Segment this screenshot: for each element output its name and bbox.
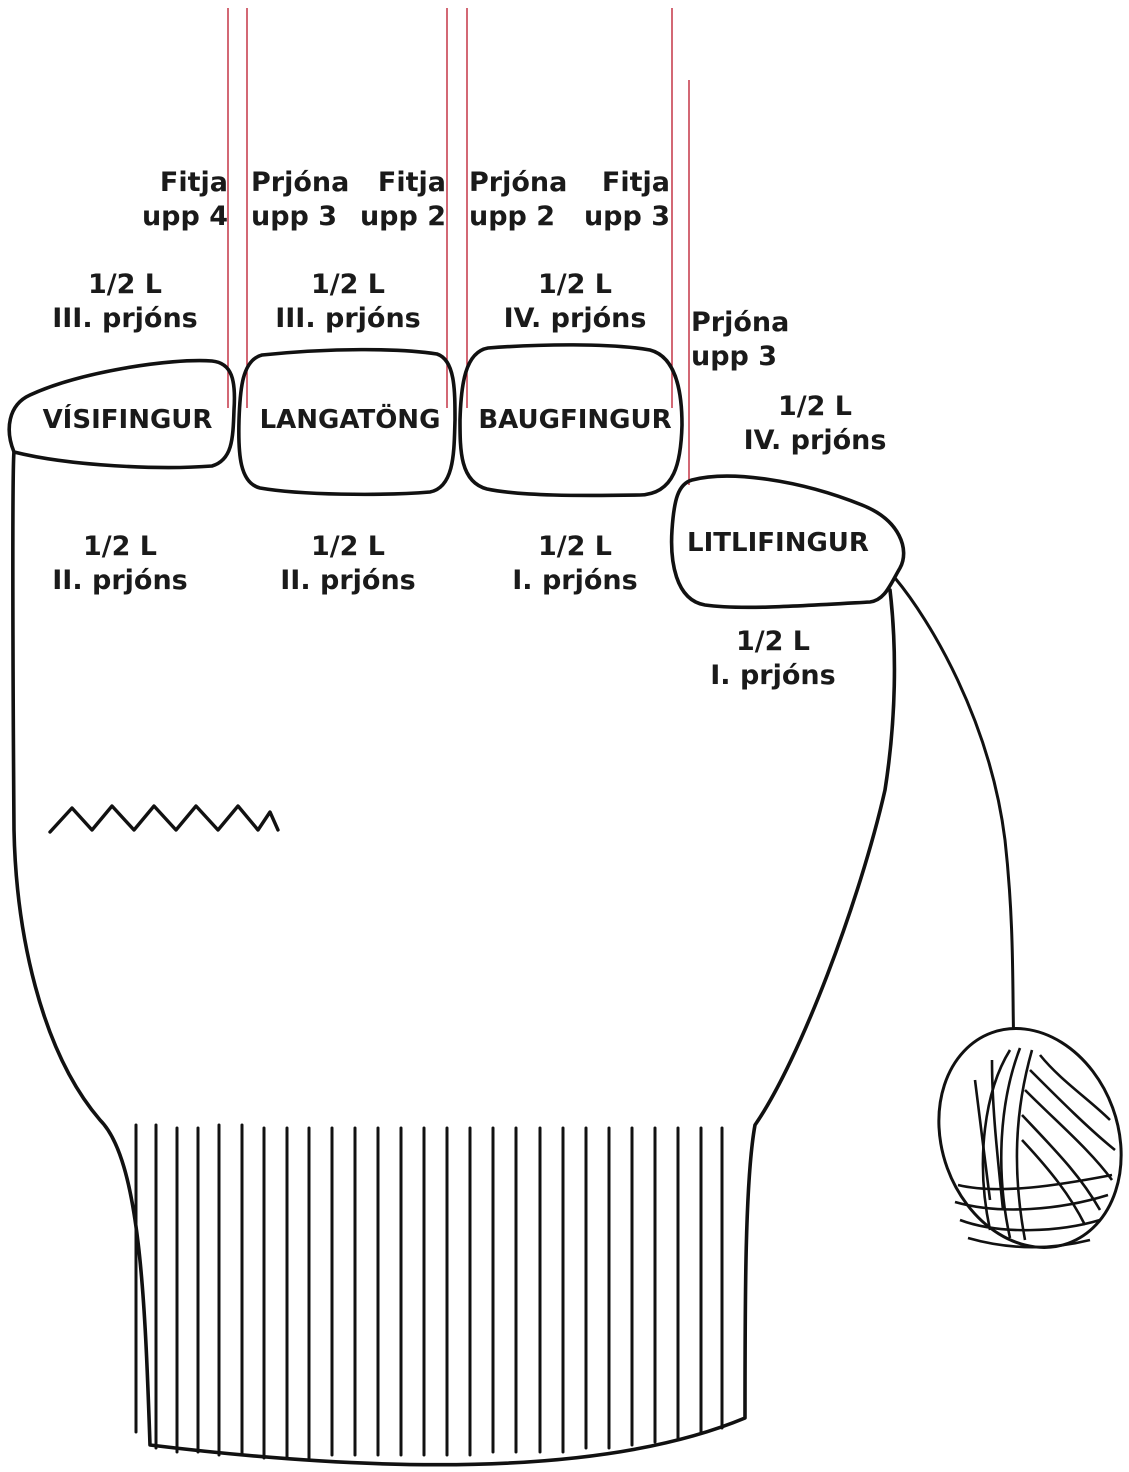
yarn-ball-icon xyxy=(937,1027,1123,1249)
zigzag-stitch-icon xyxy=(48,804,280,834)
little-finger-outline xyxy=(669,474,906,610)
guide-lines xyxy=(227,8,690,485)
finger-label-little: LITLIFINGUR xyxy=(687,528,869,558)
cuff-ribbing xyxy=(134,1123,724,1460)
hand-outline xyxy=(11,450,897,1467)
finger-label-index: VÍSIFINGUR xyxy=(42,405,213,435)
yarn-strand xyxy=(893,576,1016,1052)
ring-finger-outline xyxy=(458,343,684,498)
finger-label-middle: LANGATÖNG xyxy=(259,405,441,435)
index-finger-outline xyxy=(7,358,237,470)
finger-label-ring: BAUGFINGUR xyxy=(478,405,672,435)
middle-finger-outline xyxy=(237,347,457,497)
